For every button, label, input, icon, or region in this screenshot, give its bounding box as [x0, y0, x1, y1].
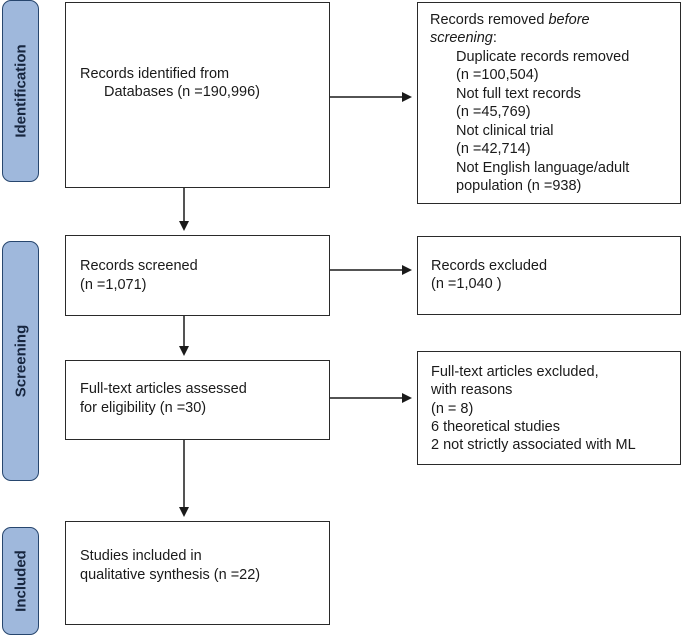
records-identified-line1: Records identified from	[80, 66, 230, 82]
removed-item: (n =45,769)	[456, 104, 531, 120]
fulltext-assessed-box: Full-text articles assessed for eligibil…	[65, 360, 330, 440]
removed-item: population (n =938)	[456, 178, 582, 194]
studies-included-line1: Studies included in	[80, 548, 202, 564]
studies-included-box: Studies included in qualitative synthesi…	[65, 521, 330, 625]
fulltext-excluded-line: 2 not strictly associated with ML	[431, 437, 636, 453]
removed-item: Not full text records	[456, 86, 581, 102]
records-screened-line1: Records screened	[80, 258, 198, 274]
removed-item: (n =100,504)	[456, 67, 539, 83]
records-screened-box: Records screened (n =1,071)	[65, 235, 330, 316]
records-excluded-line2: (n =1,040 )	[431, 276, 502, 292]
removed-item: (n =42,714)	[456, 141, 531, 157]
records-removed-title-line1: Records removed before	[430, 12, 590, 28]
records-excluded-box: Records excluded (n =1,040 )	[417, 236, 681, 315]
records-identified-line2: Databases (n =190,996)	[104, 84, 260, 100]
fulltext-excluded-box: Full-text articles excluded, with reason…	[417, 351, 681, 465]
records-screened-line2: (n =1,071)	[80, 277, 147, 293]
phase-screening: Screening	[2, 241, 39, 481]
removed-item: Not clinical trial	[456, 123, 554, 139]
phase-identification: Identification	[2, 0, 39, 182]
records-identified-box: Records identified from Databases (n =19…	[65, 2, 330, 188]
fulltext-excluded-line: (n = 8)	[431, 401, 474, 417]
records-removed-box: Records removed before screening: Duplic…	[417, 2, 681, 204]
studies-included-line2: qualitative synthesis (n =22)	[80, 567, 261, 583]
removed-item: Not English language/adult	[456, 160, 630, 176]
removed-item: Duplicate records removed	[456, 49, 630, 65]
records-removed-title-line2: screening:	[430, 30, 497, 46]
fulltext-excluded-line: with reasons	[431, 382, 513, 398]
fulltext-assessed-line2: for eligibility (n =30)	[80, 400, 207, 416]
phase-included: Included	[2, 527, 39, 635]
records-excluded-line1: Records excluded	[431, 258, 548, 274]
fulltext-assessed-line1: Full-text articles assessed	[80, 381, 247, 397]
phase-identification-label: Identification	[12, 44, 29, 138]
phase-screening-label: Screening	[12, 324, 29, 398]
fulltext-excluded-line: 6 theoretical studies	[431, 419, 560, 435]
fulltext-excluded-line: Full-text articles excluded,	[431, 364, 599, 380]
phase-included-label: Included	[12, 550, 29, 612]
